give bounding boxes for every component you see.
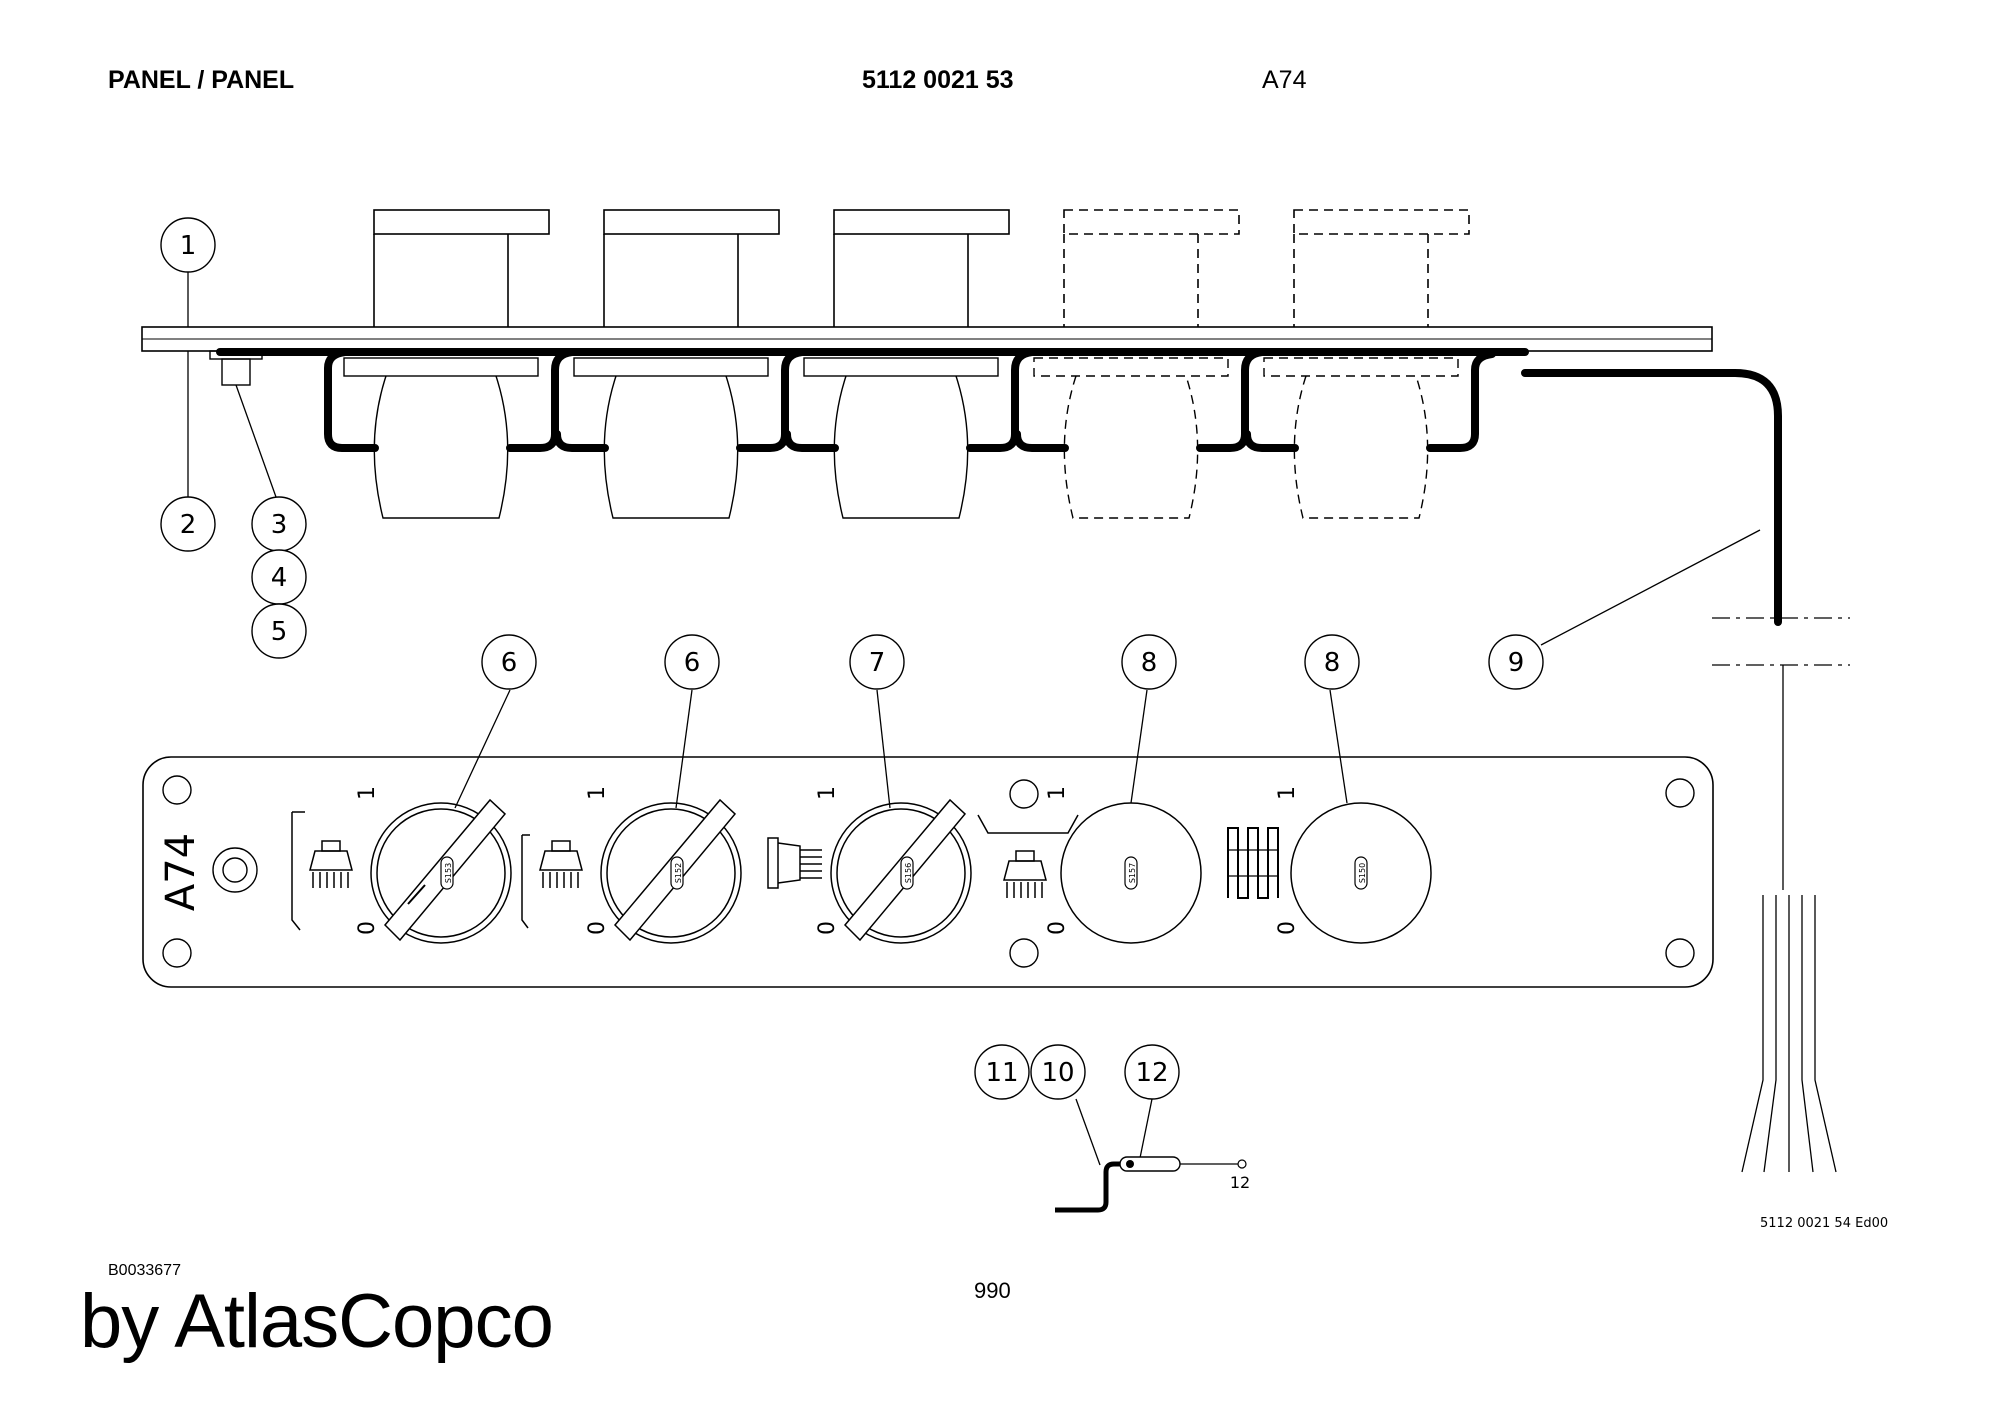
terminal-label: 12 [1230, 1173, 1250, 1192]
svg-text:3: 3 [271, 510, 288, 540]
position-off-label: 0 [585, 921, 610, 935]
callout-6: 6 [481, 634, 537, 690]
cable-break-lines [1712, 617, 1850, 666]
position-on-label: 1 [355, 786, 380, 800]
callout-4: 4 [251, 549, 307, 605]
svg-text:4: 4 [271, 563, 288, 593]
reference-code: A74 [1262, 66, 1307, 94]
earth-stud [209, 350, 263, 386]
callout-8: 8 [1304, 634, 1360, 690]
work-light-icon [521, 834, 583, 929]
page-title: PANEL / PANEL [108, 66, 295, 94]
switch-id-label: S153 [444, 863, 453, 883]
indicator-lamp [212, 847, 258, 893]
mounting-hole [1009, 938, 1039, 968]
svg-text:6: 6 [501, 648, 518, 678]
svg-text:6: 6 [684, 648, 701, 678]
callout-9: 9 [1488, 634, 1544, 690]
mounting-hole [1009, 779, 1039, 809]
document-number: B0033677 [108, 1262, 181, 1279]
callout-11: 11 [974, 1044, 1030, 1100]
callout-balloons: 1 2 3 4 5 6 6 7 8 8 9 11 10 12 [160, 217, 1544, 1100]
mounting-hole [162, 938, 192, 968]
mounting-hole [1665, 938, 1695, 968]
switch-housings-top [373, 209, 1470, 327]
leader-lines [187, 272, 1761, 1166]
svg-text:2: 2 [180, 510, 197, 540]
svg-text:5: 5 [271, 617, 288, 647]
position-off-label: 0 [1275, 921, 1300, 935]
callout-8: 8 [1121, 634, 1177, 690]
side-light-icon [767, 837, 822, 889]
cable-terminal-detail: 12 [1055, 1156, 1250, 1213]
svg-text:8: 8 [1324, 648, 1341, 678]
callout-5: 5 [251, 603, 307, 659]
work-light-icon [291, 811, 353, 931]
position-off-label: 0 [355, 921, 380, 935]
callout-7: 7 [849, 634, 905, 690]
position-off-label: 0 [815, 921, 840, 935]
wire-fanout [1741, 895, 1837, 1173]
callout-6: 6 [664, 634, 720, 690]
position-markings: 1 0 1 0 1 0 1 0 1 0 [355, 786, 1300, 935]
drawing-reference: 5112 0021 54 Ed00 [1760, 1216, 1888, 1231]
front-panel-plate: A74 [142, 756, 1714, 988]
panel-label: A74 [158, 833, 204, 911]
mounting-hole [1665, 778, 1695, 808]
svg-text:12: 12 [1135, 1058, 1168, 1088]
svg-text:7: 7 [869, 648, 886, 678]
switch-id-label: S150 [1358, 863, 1367, 883]
callout-1: 1 [160, 217, 216, 273]
svg-text:8: 8 [1141, 648, 1158, 678]
position-on-label: 1 [1045, 786, 1070, 800]
callout-10: 10 [1030, 1044, 1086, 1100]
svg-text:11: 11 [985, 1058, 1018, 1088]
part-number: 5112 0021 53 [862, 66, 1014, 94]
switch-id-label: S152 [674, 863, 683, 883]
switch-id-label: S156 [904, 863, 913, 883]
switch-bodies-bottom [343, 357, 1459, 519]
svg-text:10: 10 [1041, 1058, 1074, 1088]
svg-text:1: 1 [180, 231, 197, 261]
svg-text:9: 9 [1508, 648, 1525, 678]
mounting-hole [162, 775, 192, 805]
brand-text: by AtlasCopco [80, 1279, 554, 1364]
position-off-label: 0 [1045, 921, 1070, 935]
heater-icon [1227, 827, 1279, 899]
page-number: 990 [974, 1278, 1011, 1303]
cab-light-icon [977, 814, 1079, 898]
position-on-label: 1 [815, 786, 840, 800]
position-on-label: 1 [585, 786, 610, 800]
switch-id-label: S157 [1128, 863, 1137, 883]
mounting-plate-side-view [141, 326, 1713, 352]
wiring-harness [216, 348, 1782, 626]
switch-id-tags: S153 S152 S156 S157 S150 [440, 856, 1368, 890]
push-button [1290, 802, 1432, 944]
callout-12: 12 [1124, 1044, 1180, 1100]
position-on-label: 1 [1275, 786, 1300, 800]
callout-2: 2 [160, 496, 216, 552]
callout-3: 3 [251, 496, 307, 552]
